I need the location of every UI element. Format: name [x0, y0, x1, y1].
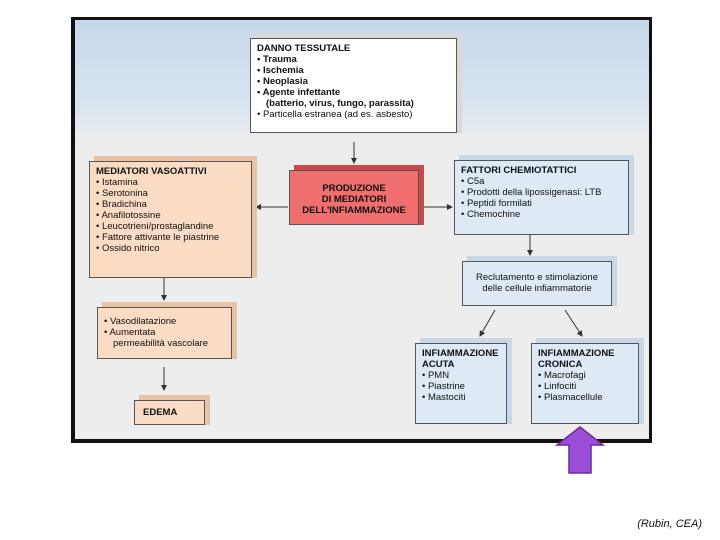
vasoactive-item: Fattore attivante le piastrine: [96, 232, 245, 243]
vasoactive-item: Ossido nitrico: [96, 243, 245, 254]
vasoactive-mediators-box: MEDIATORI VASOATTIVI Istamina Serotonina…: [89, 161, 252, 278]
recruitment-box: Reclutamento e stimolazione delle cellul…: [462, 261, 612, 306]
mediator-production-box: PRODUZIONE DI MEDIATORI DELL'INFIAMMAZIO…: [289, 170, 419, 225]
vasodilation-item: Aumentata: [104, 327, 225, 338]
tissue-damage-box: DANNO TESSUTALE Trauma Ischemia Neoplasi…: [250, 38, 457, 133]
damage-item: Ischemia: [257, 65, 450, 76]
production-line: DI MEDIATORI: [321, 194, 387, 205]
vasoactive-item: Istamina: [96, 177, 245, 188]
arrow-recruitment-to-acute: [479, 309, 496, 337]
chronic-title-line: INFIAMMAZIONE: [538, 348, 615, 359]
vasoactive-item: Leucotrieni/prostaglandine: [96, 221, 245, 232]
damage-item: Trauma: [257, 54, 450, 65]
chemotactic-title: FATTORI CHEMIOTATTICI: [461, 165, 577, 176]
edema-label: EDEMA: [143, 407, 178, 418]
acute-item: Mastociti: [422, 392, 500, 403]
edema-box: EDEMA: [134, 400, 205, 425]
acute-title-line: INFIAMMAZIONE: [422, 348, 499, 359]
acute-inflammation-box: INFIAMMAZIONE ACUTA PMN Piastrine Mastoc…: [415, 343, 507, 424]
production-line: DELL'INFIAMMAZIONE: [302, 205, 406, 216]
vasoactive-item: Anafilotossine: [96, 210, 245, 221]
chemotactic-item: C5a: [461, 176, 622, 187]
recruitment-line: delle cellule infiammatorie: [482, 283, 592, 294]
chronic-inflammation-box: INFIAMMAZIONE CRONICA Macrofagi Linfocit…: [531, 343, 639, 424]
acute-item: PMN: [422, 370, 500, 381]
vasodilation-box: Vasodilatazione Aumentata permeabilità v…: [97, 307, 232, 359]
vasoactive-item: Bradichina: [96, 199, 245, 210]
damage-item: Neoplasia: [257, 76, 450, 87]
production-line: PRODUZIONE: [322, 183, 386, 194]
vasodilation-item: Vasodilatazione: [104, 316, 225, 327]
vasoactive-item: Serotonina: [96, 188, 245, 199]
arrow-recruitment-to-chronic: [564, 309, 583, 337]
recruitment-line: Reclutamento e stimolazione: [476, 272, 598, 283]
vasodilation-item-cont: permeabilità vascolare: [113, 338, 209, 349]
chronic-item: Macrofagi: [538, 370, 632, 381]
chemotactic-item: Peptidi formilati: [461, 198, 622, 209]
diagram-panel: DANNO TESSUTALE Trauma Ischemia Neoplasi…: [75, 20, 649, 439]
tissue-damage-title: DANNO TESSUTALE: [257, 43, 351, 54]
damage-agent-detail: (batterio, virus, fungo, parassita): [266, 98, 414, 109]
chronic-item: Linfociti: [538, 381, 632, 392]
acute-item: Piastrine: [422, 381, 500, 392]
connector-arrows: [161, 142, 583, 391]
chemotactic-item: Chemochine: [461, 209, 622, 220]
highlight-up-arrow-icon: [555, 426, 605, 474]
chemotactic-item: Prodotti della lipossigenasi: LTB: [461, 187, 622, 198]
damage-item: Agente infettante: [257, 87, 450, 98]
acute-title-line: ACUTA: [422, 359, 455, 370]
chronic-item: Plasmacellule: [538, 392, 632, 403]
vasoactive-title: MEDIATORI VASOATTIVI: [96, 166, 207, 177]
damage-item: Particella estranea (ad es. asbesto): [257, 109, 450, 120]
source-credit: (Rubin, CEA): [637, 518, 702, 530]
chronic-title-line: CRONICA: [538, 359, 583, 370]
chemotactic-factors-box: FATTORI CHEMIOTATTICI C5a Prodotti della…: [454, 160, 629, 235]
